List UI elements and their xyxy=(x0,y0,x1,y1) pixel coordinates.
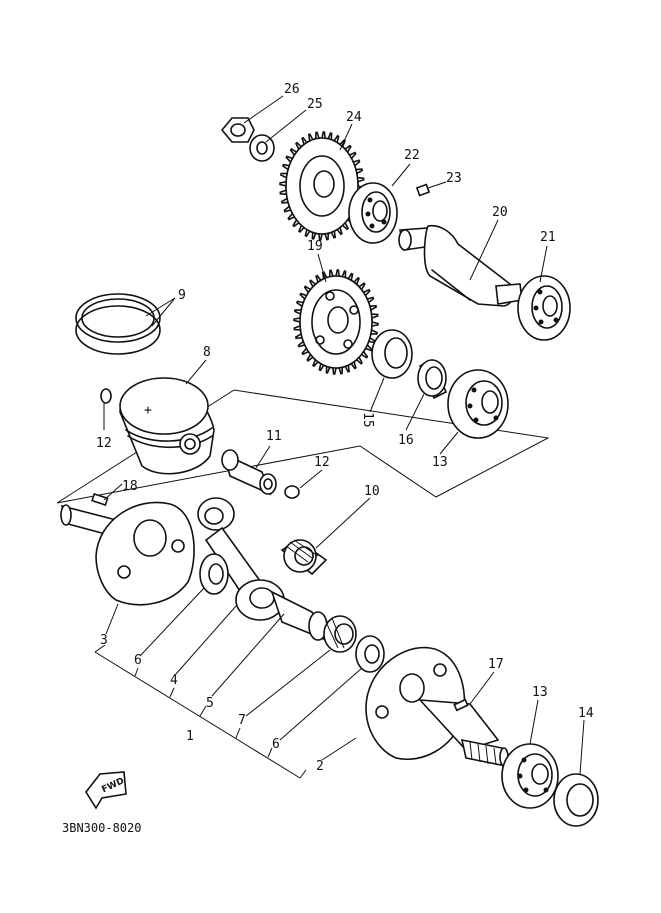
circlip-12-left[interactable] xyxy=(100,388,112,404)
callout-12-left: 12 xyxy=(96,436,112,451)
needle-bearing-10[interactable] xyxy=(280,539,328,576)
piston-pin-11[interactable] xyxy=(221,449,277,496)
callout-2: 2 xyxy=(316,759,324,774)
callout-9: 9 xyxy=(178,288,186,303)
callout-8: 8 xyxy=(203,345,211,360)
crankshaft-right-2[interactable] xyxy=(365,646,509,768)
callout-20: 20 xyxy=(492,205,508,220)
callout-23: 23 xyxy=(446,171,462,186)
leader-lines xyxy=(103,95,585,775)
balancer-driven-gear-19[interactable] xyxy=(293,269,379,375)
callout-26: 26 xyxy=(284,82,300,97)
callout-7: 7 xyxy=(238,713,246,728)
circlip-12-right[interactable] xyxy=(284,485,300,499)
callout-12-right: 12 xyxy=(314,455,330,470)
callout-labels: 26 25 24 22 23 20 21 19 9 8 15 16 13 12 … xyxy=(96,82,594,774)
forward-direction-arrow: FWD xyxy=(85,771,127,810)
crank-pin-5[interactable] xyxy=(270,590,328,642)
callout-6-left: 6 xyxy=(134,653,142,668)
balancer-drive-gear-24[interactable] xyxy=(279,131,365,241)
callout-21: 21 xyxy=(540,230,556,245)
oil-seal-14[interactable] xyxy=(553,773,599,827)
oil-seal-15[interactable] xyxy=(371,329,413,379)
callout-17: 17 xyxy=(488,657,504,672)
balancer-shaft-20[interactable] xyxy=(398,224,523,307)
svg-text:+: + xyxy=(144,403,152,418)
callout-13-lower: 13 xyxy=(532,685,548,700)
thrust-washer-6-left[interactable] xyxy=(199,553,229,595)
callout-3: 3 xyxy=(100,633,108,648)
callout-5: 5 xyxy=(206,696,214,711)
piston-8[interactable]: + xyxy=(119,377,215,475)
connecting-rod-4[interactable] xyxy=(197,497,285,621)
callout-14: 14 xyxy=(578,706,594,721)
needle-bearing-7[interactable] xyxy=(323,615,357,653)
callout-1: 1 xyxy=(186,729,194,744)
callout-15: 15 xyxy=(360,412,375,428)
nut-26[interactable] xyxy=(220,117,255,143)
lock-washer-25[interactable] xyxy=(249,134,275,162)
piston-rings-9[interactable] xyxy=(75,293,161,355)
callout-19: 19 xyxy=(307,239,323,254)
crankshaft-left-3[interactable] xyxy=(60,492,195,606)
callout-22: 22 xyxy=(404,148,420,163)
collar-16[interactable] xyxy=(417,358,448,400)
callout-6-right: 6 xyxy=(272,737,280,752)
callout-13-upper: 13 xyxy=(432,455,448,470)
thrust-washer-6-right[interactable] xyxy=(355,635,385,673)
callout-10: 10 xyxy=(364,484,380,499)
callout-11: 11 xyxy=(266,429,282,444)
bearing-21[interactable] xyxy=(517,275,571,341)
bearing-22[interactable] xyxy=(348,182,398,244)
callout-4: 4 xyxy=(170,673,178,688)
bearing-13-lower[interactable] xyxy=(501,743,559,809)
drawing-code: 3BN300-8020 xyxy=(62,821,141,835)
callout-24: 24 xyxy=(346,110,362,125)
callout-16: 16 xyxy=(398,433,414,448)
woodruff-key-23[interactable] xyxy=(415,183,431,197)
callout-25: 25 xyxy=(307,97,323,112)
callout-18: 18 xyxy=(122,479,138,494)
bearing-13-upper[interactable] xyxy=(447,369,509,439)
